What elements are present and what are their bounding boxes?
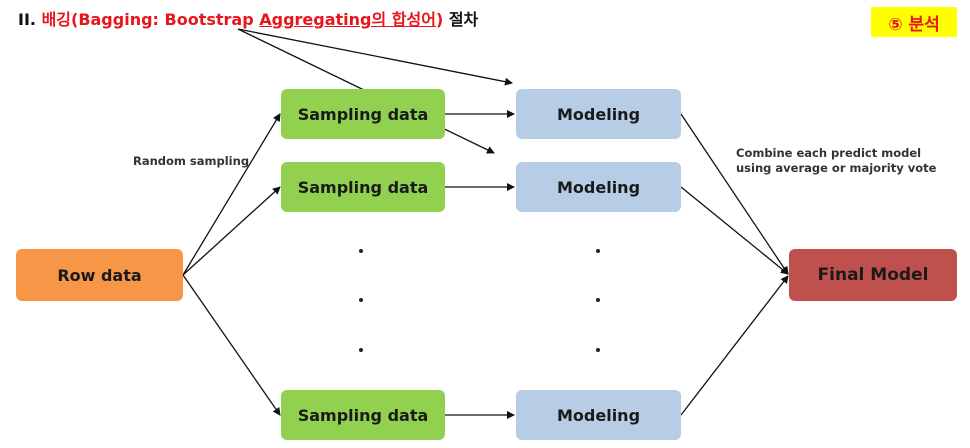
final-model-box: Final Model [789,249,957,301]
sampling-data-box-1: Sampling data [281,89,445,139]
section-badge: ⑤ 분석 [871,7,957,37]
arrow-row-to-sampling-1 [182,113,281,276]
modeling-box-2: Modeling [516,162,681,212]
page-title: II. 배깅(Bagging: Bootstrap Aggregating의 합… [18,6,478,30]
sampling-data-box-2: Sampling data [281,162,445,212]
ellipsis-dot [359,348,363,352]
title-prefix: II. [18,10,42,29]
title-bagging: 배깅(Bagging: Bootstrap [41,10,260,29]
arrow-modeling-to-final-1 [680,113,789,275]
ellipsis-dot [596,348,600,352]
arrow-row-to-sampling-2 [182,186,281,276]
title-suffix: 절차 [443,10,479,29]
title-close-paren: ) [435,10,444,29]
combine-label-line-1: Combine each predict model [736,146,922,160]
arrow-row-to-sampling-3 [182,274,281,416]
ellipsis-dot [596,249,600,253]
combine-label: Combine each predict model using average… [736,146,936,176]
ellipsis-dot [359,298,363,302]
random-sampling-label: Random sampling [133,154,250,168]
ellipsis-dot [359,249,363,253]
combine-label-line-2: using average or majority vote [736,161,937,175]
modeling-box-1: Modeling [516,89,681,139]
modeling-box-3: Modeling [516,390,681,440]
arrow-modeling-to-final-3 [680,275,789,416]
sampling-data-box-3: Sampling data [281,390,445,440]
title-aggregating: Aggregating의 합성어 [259,10,436,29]
ellipsis-dot [596,298,600,302]
callout-arrow-1 [237,28,513,86]
arrow-modeling-to-final-2 [680,186,789,275]
row-data-box: Row data [16,249,183,301]
